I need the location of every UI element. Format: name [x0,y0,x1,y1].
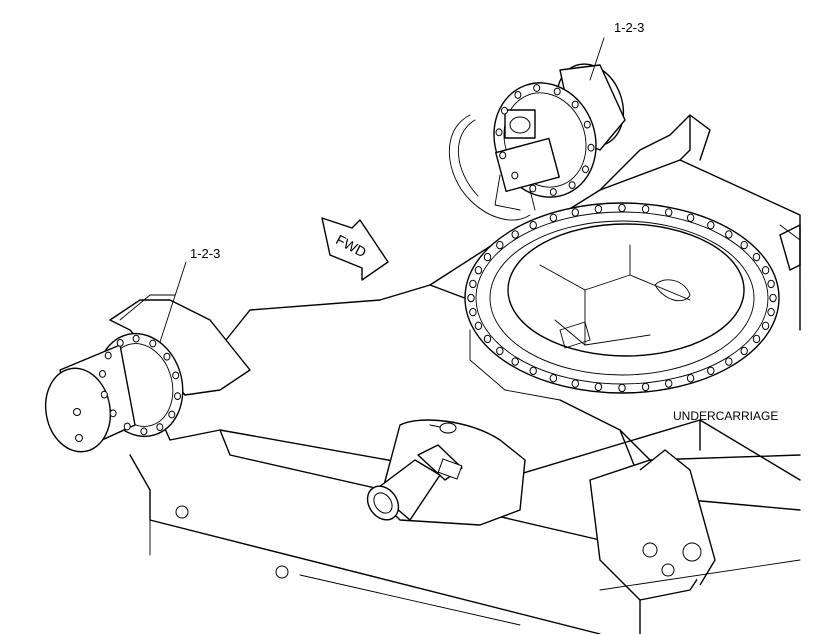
lower-motor-bolt [172,371,180,380]
ring-bolt [469,307,477,317]
lower-motor-bolt [104,351,112,360]
lower-motor-bolt [132,334,140,343]
ring-bolt [594,382,603,392]
center-fitting [366,419,526,526]
ring-bolt [740,240,748,250]
ring-bolt [511,357,519,366]
lower-motor-callout: 1-2-3 [190,246,220,261]
upper-swing-motor [448,63,626,221]
ring-bolt [474,266,483,275]
ring-bolt [725,357,733,366]
ring-bolt [686,213,695,223]
ring-bolt [474,321,483,330]
lower-motor-bolt [149,339,157,348]
track-frame [129,394,801,634]
lower-travel-motor [44,294,251,453]
ring-bolt [707,221,715,230]
upper-motor-bolt [587,143,595,152]
ring-bolt [725,230,733,239]
lower-motor-bolt [174,392,181,401]
upper-motor-bolt-set [495,84,595,196]
lower-motor-bolt [99,370,106,378]
ring-bolt [571,379,579,388]
undercarriage-label: UNDERCARRIAGE [673,409,778,423]
lower-motor-bolt [163,352,171,361]
ring-bolt [618,203,626,213]
ring-bolt [761,321,770,330]
ring-bolt [483,252,492,262]
lower-motor-bolt [140,427,148,436]
upper-motor-bolt [529,184,537,193]
ring-bolt [571,208,579,217]
lower-motor-bolt [168,410,176,419]
upper-motor-bolt [582,165,589,174]
upper-motor-bolt [583,120,591,129]
lower-motor-bolt [100,390,108,399]
upper-motor-callout: 1-2-3 [614,20,644,35]
lower-motor-bolt [156,423,164,432]
ring-bolt [549,213,558,223]
ring-bolt [483,334,492,344]
upper-motor-bolt [501,106,508,115]
ring-bolt [740,346,748,356]
ring-bolt [707,366,715,375]
upper-motor-bolt [495,128,503,137]
ring-bolt [594,204,603,214]
ring-bolt [496,346,504,356]
ring-bolt [761,266,770,275]
ring-bolt [529,366,537,375]
upper-motor-bolt [511,171,519,180]
ring-bolt [665,208,673,217]
upper-motor-bolt [499,151,507,160]
upper-motor-bolt [568,181,576,190]
ring-bolt [469,279,477,289]
upper-motor-bolt [553,87,561,96]
ring-bolt [769,293,777,303]
ring-bolt [641,204,650,214]
lower-motor-bolt [116,339,124,347]
ring-bolt [529,221,537,230]
ring-bolt-set [467,203,777,393]
lower-motor-bolt [123,422,131,431]
ring-bolt [618,383,626,393]
forward-direction-arrow: FWD [321,217,389,281]
leader-lines [159,37,605,343]
ring-bolt [767,307,775,317]
upper-motor-bolt [549,188,557,196]
ring-bolt [686,374,695,383]
lower-motor-bolt [109,409,117,418]
ring-bolt [767,279,775,289]
upper-motor-bolt [514,91,522,99]
swing-bearing-ring [464,202,780,394]
upper-motor-bolt [533,84,541,92]
ring-bolt [496,240,504,250]
upper-motor-bolt [571,100,579,109]
ring-bolt [511,230,519,239]
ring-bolt [641,382,650,392]
ring-bolt [467,293,475,303]
ring-bolt [665,379,673,388]
lower-motor-bolt-set [99,334,181,436]
ring-bolt [549,374,558,383]
ring-bolt [752,334,761,344]
ring-bolt [752,252,761,262]
